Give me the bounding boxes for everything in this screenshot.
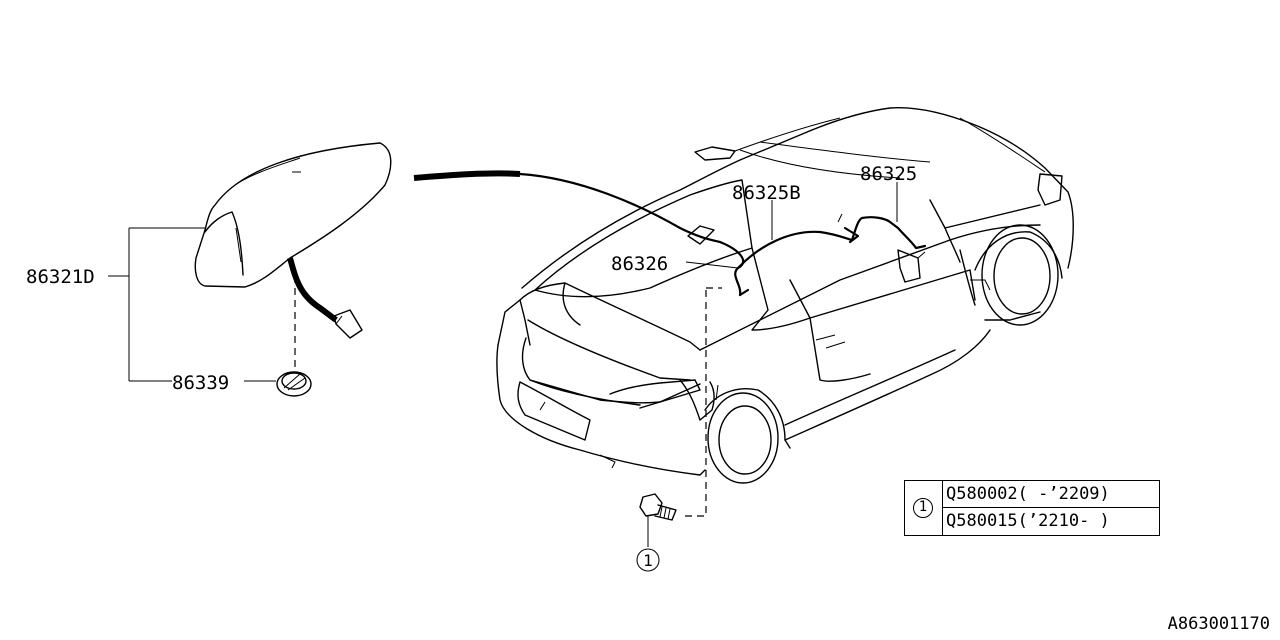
leader-86326 xyxy=(685,261,739,269)
antenna-base-grommet xyxy=(276,371,312,397)
coax-cable xyxy=(518,172,722,244)
part-number: Q580002 xyxy=(946,484,1018,504)
bolt-drawing xyxy=(639,493,677,547)
part-number: Q580015 xyxy=(946,511,1018,531)
antenna-unit-drawing xyxy=(194,142,392,339)
diagram-code: A863001170 xyxy=(1167,614,1270,634)
callout-86326: 86326 xyxy=(611,253,668,275)
parts-table-row: Q580002( -’2209) xyxy=(943,481,1159,508)
callout-86339: 86339 xyxy=(172,372,229,394)
parts-table: 1 Q580002( -’2209) Q580015(’2210- ) xyxy=(904,480,1160,536)
coax-cable-thick xyxy=(413,170,521,181)
parts-table-symbol: 1 xyxy=(913,498,933,518)
leader-bracket xyxy=(108,227,276,382)
bolt-ref-number: 1 xyxy=(643,551,653,570)
callout-86325: 86325 xyxy=(860,163,917,185)
date-range: ( -’2209) xyxy=(1017,484,1110,504)
car-body-drawing xyxy=(496,107,1074,484)
parts-table-row: Q580015(’2210- ) xyxy=(943,508,1159,535)
callout-86321d: 86321D xyxy=(26,266,95,288)
feeder-harness xyxy=(718,213,927,297)
bolt-ref-circle xyxy=(636,548,660,572)
callout-86325b: 86325B xyxy=(732,182,801,204)
date-range: (’2210- ) xyxy=(1017,511,1110,531)
bolt-dash-line xyxy=(680,290,707,517)
parts-table-symbol-cell: 1 xyxy=(905,481,943,535)
